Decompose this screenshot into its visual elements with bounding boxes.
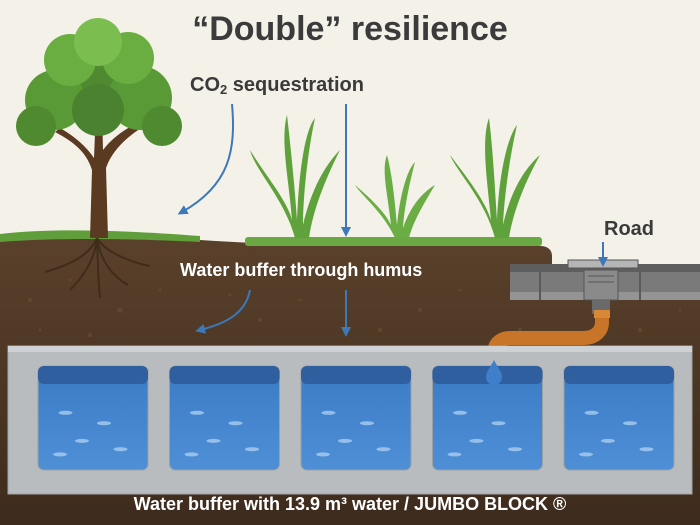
water-chamber (563, 365, 675, 471)
grass-clump-icon (355, 155, 435, 238)
water-chambers (37, 365, 675, 471)
grass-strip-right (245, 237, 542, 246)
humus-label: Water buffer through humus (180, 260, 423, 280)
drain-grate-icon (583, 269, 619, 314)
soil-texture (28, 278, 682, 337)
page-title: “Double” resilience (192, 10, 508, 48)
water-buffer-label: Water buffer with 13.9 m³ water / JUMBO … (133, 494, 567, 514)
tree-icon (16, 18, 182, 238)
water-chamber (37, 365, 149, 471)
tree-roots (44, 237, 151, 299)
grass-clump-icon (450, 118, 540, 238)
grass-clump-icon (250, 115, 340, 238)
road-label: Road (604, 218, 654, 240)
water-chamber (432, 365, 543, 471)
arrow-down-icon (195, 289, 251, 334)
co2-sequestration-label: CO2 sequestration (190, 74, 364, 97)
water-chamber (169, 365, 280, 471)
water-drop-icon (486, 360, 502, 385)
water-chamber (300, 365, 412, 471)
arrow-down-icon (177, 103, 235, 215)
arrows (177, 103, 608, 337)
